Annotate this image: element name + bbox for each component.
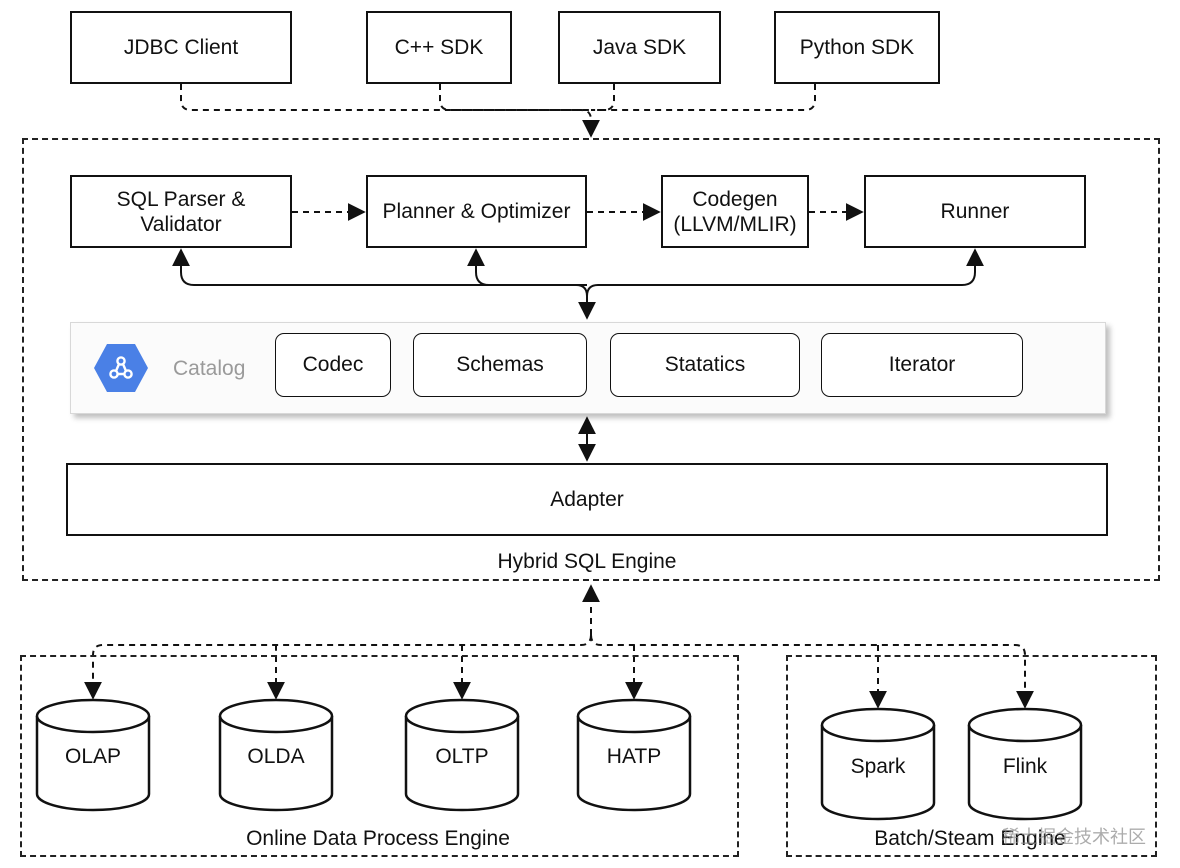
olap-label: OLAP <box>64 745 122 768</box>
cpp-sdk-box: C++ SDK <box>366 11 512 84</box>
database-cylinder-icon <box>967 707 1083 821</box>
batch-engine-label: Batch/Steam Engine <box>874 827 1066 850</box>
online-engine-label: Online Data Process Engine <box>246 827 510 850</box>
watermark: 稀土掘金技术社区 <box>1002 823 1146 849</box>
hybrid-sql-engine-container <box>22 138 1160 581</box>
database-cylinder-icon <box>576 698 692 812</box>
sql-parser-validator-box: SQL Parser & Validator <box>70 175 292 248</box>
watermark-text: 稀土掘金技术社区 <box>1002 827 1146 847</box>
catalog-title: Catalog <box>173 357 246 380</box>
iterator-box: Iterator <box>821 333 1023 397</box>
database-cylinder-icon <box>404 698 520 812</box>
adapter-box: Adapter <box>66 463 1108 536</box>
codegen-box: Codegen (LLVM/MLIR) <box>661 175 809 248</box>
spark-label: Spark <box>850 755 906 778</box>
catalog-hexagon-icon <box>94 344 148 392</box>
database-cylinder-icon <box>35 698 151 812</box>
oltp-label: OLTP <box>435 745 489 768</box>
batch-steam-engine-container <box>786 655 1157 857</box>
flink-label: Flink <box>1002 755 1048 778</box>
java-sdk-box: Java SDK <box>558 11 721 84</box>
codec-box: Codec <box>275 333 391 397</box>
runner-box: Runner <box>864 175 1086 248</box>
database-cylinder-icon <box>820 707 936 821</box>
python-sdk-box: Python SDK <box>774 11 940 84</box>
online-data-process-engine-container <box>20 655 739 857</box>
schemas-box: Schemas <box>413 333 587 397</box>
jdbc-client-box: JDBC Client <box>70 11 292 84</box>
hatp-label: HATP <box>606 745 662 768</box>
database-cylinder-icon <box>218 698 334 812</box>
olda-label: OLDA <box>247 745 305 768</box>
planner-optimizer-box: Planner & Optimizer <box>366 175 587 248</box>
statatics-box: Statatics <box>610 333 800 397</box>
hybrid-sql-engine-label: Hybrid SQL Engine <box>497 550 677 573</box>
